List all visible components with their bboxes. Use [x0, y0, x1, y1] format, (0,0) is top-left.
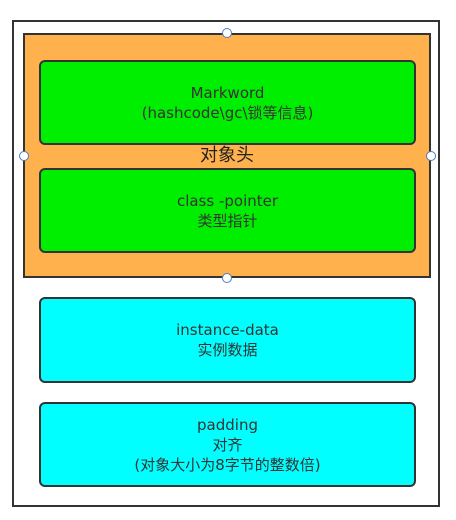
resize-handle-left[interactable]: [19, 151, 29, 161]
resize-handle-right[interactable]: [426, 151, 436, 161]
object-header-label: 对象头: [200, 145, 254, 166]
padding-title: padding: [197, 415, 258, 434]
instance-data-subtitle: 实例数据: [197, 341, 258, 359]
markword-title: Markword: [190, 83, 265, 102]
resize-handle-top[interactable]: [222, 28, 232, 38]
markword-subtitle: (hashcode\gc\锁等信息): [141, 103, 314, 122]
padding-note: (对象大小为8字节的整数倍): [134, 455, 321, 474]
padding-subtitle: 对齐: [212, 435, 243, 454]
class-pointer-block[interactable]: class -pointer 类型指针: [39, 168, 416, 253]
padding-block[interactable]: padding 对齐 (对象大小为8字节的整数倍): [39, 402, 416, 487]
instance-data-title: instance-data: [176, 321, 279, 339]
class-pointer-title: class -pointer: [176, 191, 279, 210]
resize-handle-bottom[interactable]: [222, 273, 232, 283]
instance-data-block[interactable]: instance-data 实例数据: [39, 297, 416, 383]
class-pointer-subtitle: 类型指针: [197, 211, 258, 230]
markword-block[interactable]: Markword (hashcode\gc\锁等信息): [39, 60, 416, 145]
